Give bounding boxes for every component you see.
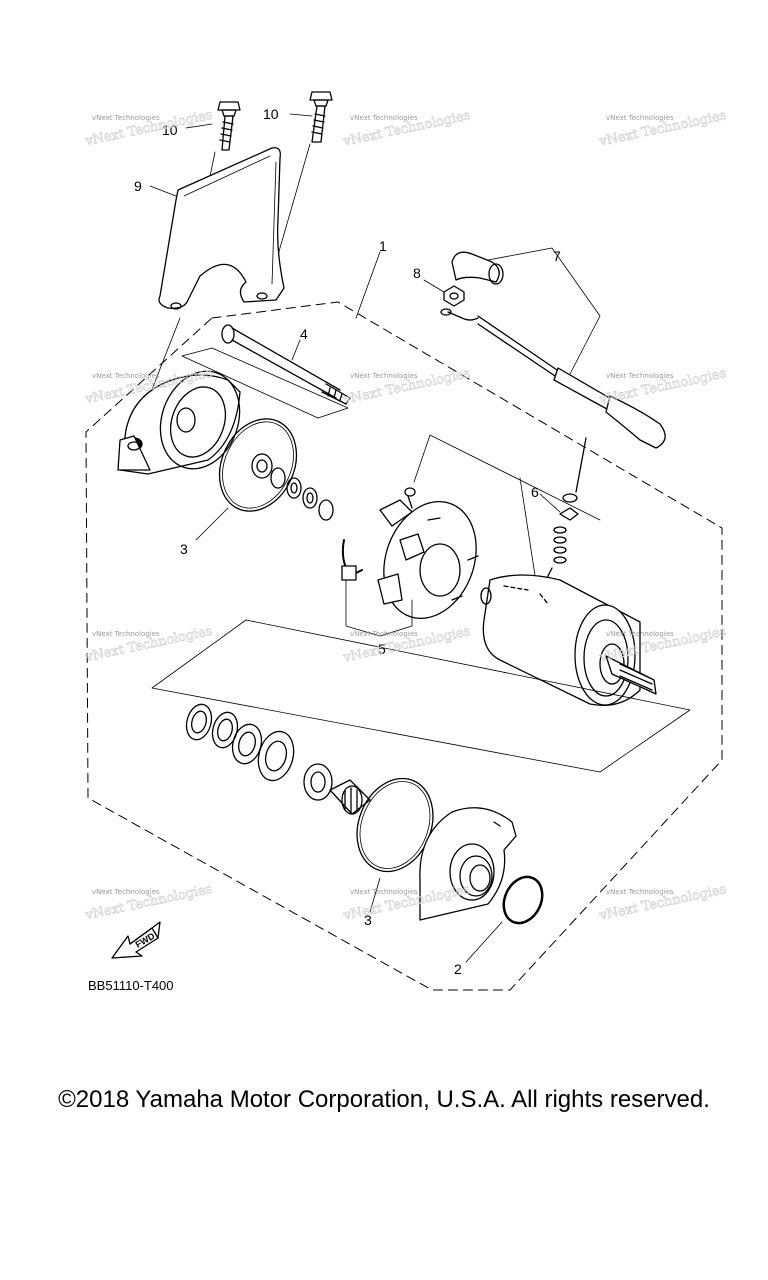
- starter-cable: [440, 251, 666, 449]
- through-bolt: [221, 324, 351, 405]
- leader-1: [355, 251, 381, 319]
- nut: [443, 285, 465, 307]
- fwd-arrow-icon: [111, 921, 161, 959]
- callout-10-left: 10: [162, 122, 178, 138]
- brush-holder: [341, 487, 479, 620]
- svg-text:vNext Technologies: vNext Technologies: [92, 114, 160, 122]
- callout-8: 8: [413, 265, 421, 281]
- svg-text:vNext Technologies: vNext Technologies: [606, 114, 674, 122]
- leader-10a: [185, 123, 213, 129]
- svg-text:vNext Technologies: vNext Technologies: [92, 888, 160, 896]
- assembly-boundary: [85, 301, 723, 991]
- o-ring-upper: [218, 418, 298, 512]
- leader-10b: [289, 113, 313, 117]
- svg-text:vNext Technologies: vNext Technologies: [350, 630, 418, 638]
- svg-text:vNext Technologies: vNext Technologies: [606, 630, 674, 638]
- o-ring-small: [502, 875, 544, 925]
- copyright-notice: ©2018 Yamaha Motor Corporation, U.S.A. A…: [58, 1086, 710, 1113]
- callout-2: 2: [454, 961, 462, 977]
- cable-callout-bracket: [487, 247, 601, 375]
- callout-1: 1: [379, 238, 387, 254]
- bracket: [158, 147, 285, 309]
- callout-9: 9: [134, 178, 142, 194]
- leader-8: [423, 279, 445, 293]
- svg-text:vNext Technologies: vNext Technologies: [606, 888, 674, 896]
- leader-4: [291, 339, 301, 361]
- bolt-right: [309, 91, 333, 143]
- svg-text:vNext Technologies: vNext Technologies: [350, 114, 418, 122]
- leader-2: [465, 921, 503, 963]
- callout-4: 4: [300, 326, 308, 342]
- rear-cover: [117, 370, 241, 475]
- lower-parts-frame: [151, 619, 691, 773]
- callout-6: 6: [531, 484, 539, 500]
- leader-3b: [369, 877, 381, 913]
- through-bolt-frame: [181, 347, 349, 419]
- callout-3-lower: 3: [364, 912, 372, 928]
- front-cover: [419, 807, 517, 921]
- callout-7: 7: [553, 248, 561, 264]
- callout-10-right: 10: [263, 106, 279, 122]
- washer-stack-lower: [185, 703, 371, 815]
- leader-3a: [195, 507, 229, 541]
- svg-text:vNext Technologies: vNext Technologies: [606, 372, 674, 380]
- callout-5: 5: [378, 641, 386, 657]
- nut-washer-stack: [545, 437, 587, 581]
- svg-text:vNext Technologies: vNext Technologies: [92, 372, 160, 380]
- svg-text:vNext Technologies: vNext Technologies: [350, 372, 418, 380]
- leader-9: [149, 185, 177, 197]
- leader-6: [539, 493, 561, 513]
- svg-text:vNext Technologies: vNext Technologies: [350, 888, 418, 896]
- svg-text:vNext Technologies: vNext Technologies: [92, 630, 160, 638]
- bolt-left: [217, 101, 241, 151]
- starter-yoke: [480, 574, 657, 707]
- washer-stack-upper: [251, 453, 334, 521]
- callout-3-upper: 3: [180, 541, 188, 557]
- diagram-code: BB51110-T400: [88, 978, 174, 993]
- brush-holder-leader: [345, 579, 413, 637]
